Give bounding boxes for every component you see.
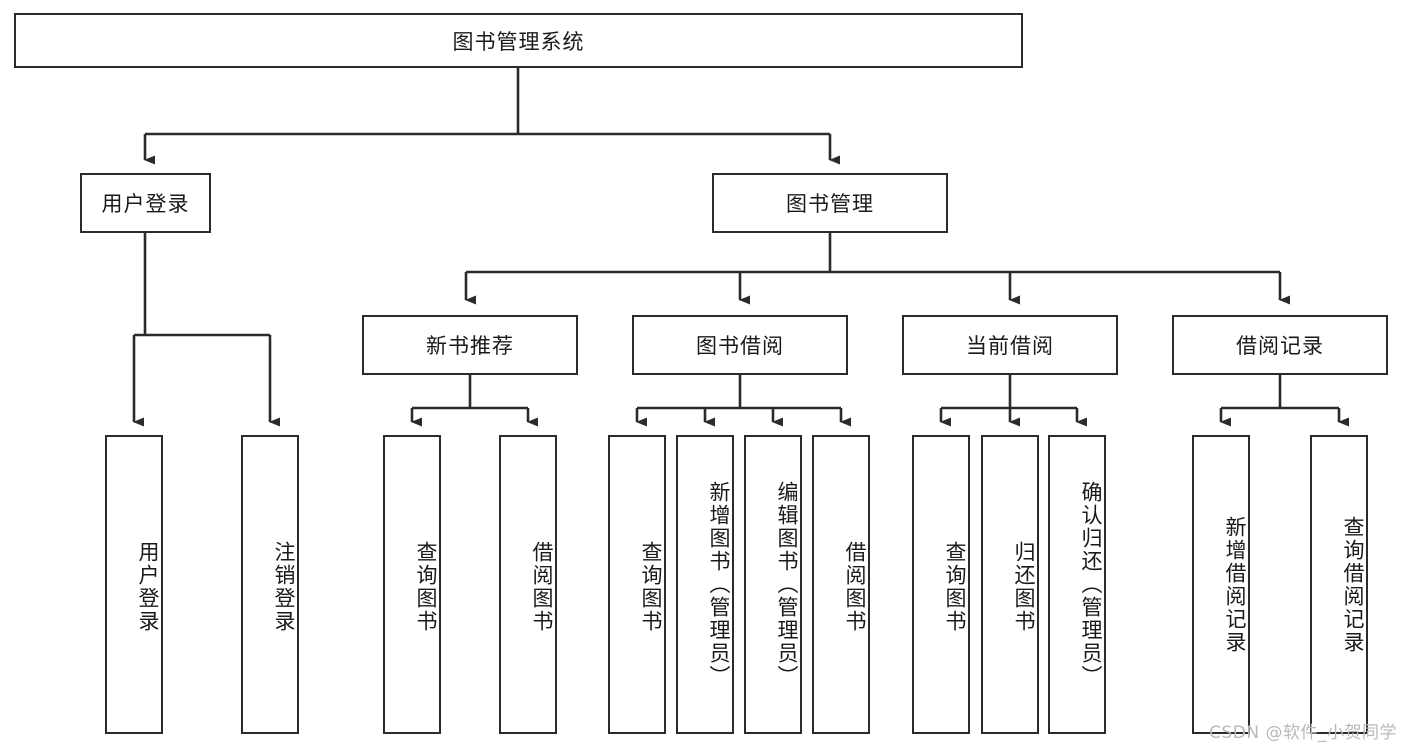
leaf-add-book-admin[interactable]: 新增图书（管理员）	[676, 435, 734, 734]
leaf-add-borrow-record[interactable]: 新增借阅记录	[1192, 435, 1250, 734]
node-book-borrow[interactable]: 图书借阅	[632, 315, 848, 375]
node-label: 图书管理	[786, 192, 874, 216]
leaf-user-login[interactable]: 用户登录	[105, 435, 163, 734]
leaf-query-book-recommend[interactable]: 查询图书	[383, 435, 441, 734]
node-label: 图书管理系统	[452, 29, 585, 54]
node-label: 查询图书	[943, 540, 967, 633]
node-label: 查询图书	[414, 540, 438, 633]
leaf-query-borrow-record[interactable]: 查询借阅记录	[1310, 435, 1368, 734]
node-label: 编辑图书（管理员）	[775, 481, 799, 688]
leaf-confirm-return-admin[interactable]: 确认归还（管理员）	[1048, 435, 1106, 734]
node-book-management[interactable]: 图书管理	[712, 173, 948, 233]
leaf-return-book[interactable]: 归还图书	[981, 435, 1039, 734]
node-label: 新增图书（管理员）	[707, 481, 731, 688]
node-label: 新增借阅记录	[1223, 515, 1247, 654]
node-label: 借阅记录	[1236, 334, 1324, 358]
node-label: 借阅图书	[530, 540, 554, 633]
leaf-edit-book-admin[interactable]: 编辑图书（管理员）	[744, 435, 802, 734]
node-label: 查询图书	[639, 540, 663, 633]
node-label: 图书借阅	[696, 334, 784, 358]
node-label: 确认归还（管理员）	[1079, 481, 1103, 688]
node-current-borrow[interactable]: 当前借阅	[902, 315, 1118, 375]
node-label: 新书推荐	[426, 334, 514, 358]
node-borrow-record[interactable]: 借阅记录	[1172, 315, 1388, 375]
node-user-login[interactable]: 用户登录	[80, 173, 211, 233]
node-label: 当前借阅	[966, 334, 1054, 358]
node-label: 用户登录	[136, 540, 160, 633]
leaf-logout[interactable]: 注销登录	[241, 435, 299, 734]
leaf-borrow-book-recommend[interactable]: 借阅图书	[499, 435, 557, 734]
leaf-query-book-borrow[interactable]: 查询图书	[608, 435, 666, 734]
node-label: 借阅图书	[843, 540, 867, 633]
node-label: 注销登录	[272, 540, 296, 633]
node-root-book-management-system[interactable]: 图书管理系统	[14, 13, 1023, 68]
node-new-book-recommend[interactable]: 新书推荐	[362, 315, 578, 375]
node-label: 查询借阅记录	[1341, 515, 1365, 654]
leaf-query-book-current[interactable]: 查询图书	[912, 435, 970, 734]
node-label: 归还图书	[1012, 540, 1036, 633]
node-label: 用户登录	[101, 192, 190, 216]
leaf-borrow-book[interactable]: 借阅图书	[812, 435, 870, 734]
